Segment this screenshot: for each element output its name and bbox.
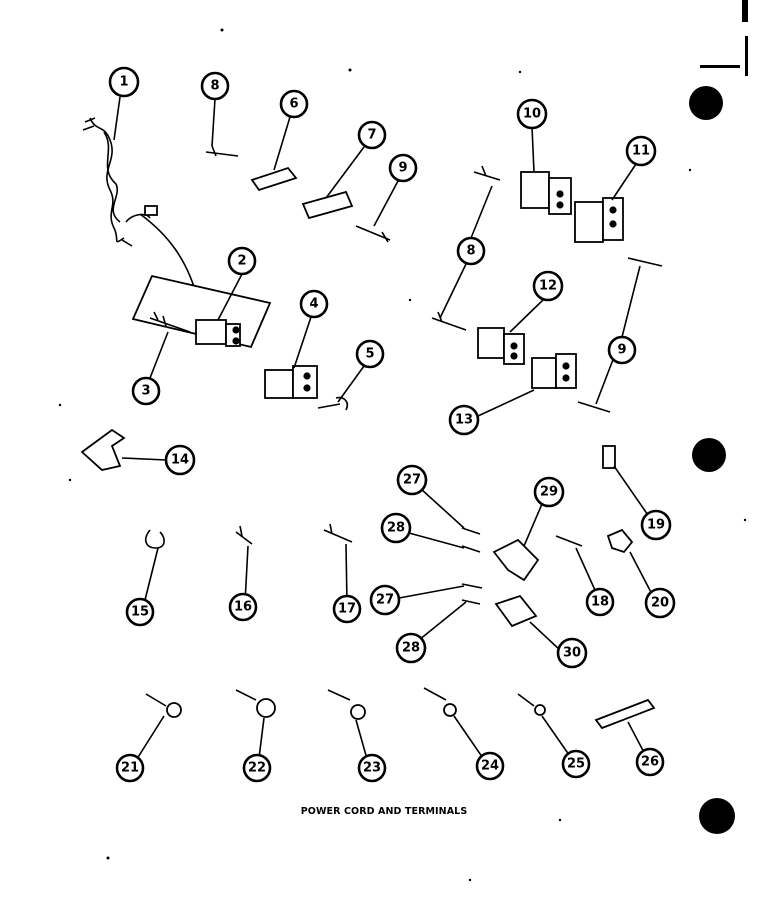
callout-28: 28 xyxy=(380,512,412,544)
callout-22: 22 xyxy=(242,753,272,783)
callout-29: 29 xyxy=(533,476,565,508)
svg-text:3: 3 xyxy=(141,384,150,399)
callout-24: 24 xyxy=(475,751,505,781)
callout-30: 30 xyxy=(556,637,588,669)
callout-7: 7 xyxy=(357,120,387,150)
callout-25: 25 xyxy=(561,749,591,779)
callout-23: 23 xyxy=(357,753,387,783)
svg-text:18: 18 xyxy=(591,595,609,610)
svg-text:28: 28 xyxy=(402,641,420,656)
svg-text:13: 13 xyxy=(455,413,473,428)
housing-part-2 xyxy=(494,594,538,628)
callout-12: 12 xyxy=(532,270,564,302)
svg-text:9: 9 xyxy=(617,343,626,358)
callout-26: 26 xyxy=(635,747,665,777)
svg-text:27: 27 xyxy=(403,473,421,488)
svg-text:20: 20 xyxy=(651,596,669,611)
svg-text:12: 12 xyxy=(539,279,557,294)
svg-text:15: 15 xyxy=(131,605,149,620)
svg-text:5: 5 xyxy=(365,347,374,362)
callout-8: 8 xyxy=(200,71,230,101)
callout-19: 19 xyxy=(640,509,672,541)
connector-part xyxy=(264,365,318,399)
callout-2: 2 xyxy=(227,246,257,276)
callout-13: 13 xyxy=(448,404,480,436)
callout-28b: 28 xyxy=(395,632,427,664)
svg-text:28: 28 xyxy=(387,521,405,536)
svg-text:4: 4 xyxy=(309,297,318,312)
connector-cluster-part xyxy=(431,165,663,413)
callout-20: 20 xyxy=(644,587,676,619)
callout-8b: 8 xyxy=(456,236,486,266)
callout-17: 17 xyxy=(332,594,362,624)
callout-18: 18 xyxy=(585,587,615,617)
bracket-part xyxy=(602,445,616,469)
scan-specks xyxy=(58,0,748,882)
registration-dot-icon xyxy=(699,798,735,834)
svg-text:16: 16 xyxy=(234,600,252,615)
pin-terminal-part xyxy=(317,396,349,411)
svg-text:23: 23 xyxy=(363,761,381,776)
svg-text:27: 27 xyxy=(376,593,394,608)
callout-27: 27 xyxy=(396,464,428,496)
registration-dot-icon xyxy=(689,86,723,120)
svg-text:29: 29 xyxy=(540,485,558,500)
svg-text:2: 2 xyxy=(237,254,246,269)
small-terminal-parts xyxy=(144,523,583,605)
diagram-caption: POWER CORD AND TERMINALS xyxy=(300,806,468,817)
svg-text:14: 14 xyxy=(171,453,189,468)
svg-text:22: 22 xyxy=(248,761,266,776)
svg-text:1: 1 xyxy=(119,75,128,90)
registration-dot-icon xyxy=(692,438,726,472)
callout-10: 10 xyxy=(516,98,548,130)
ring-terminal-parts xyxy=(145,687,656,730)
callout-5: 5 xyxy=(355,339,385,369)
svg-text:25: 25 xyxy=(567,757,585,772)
callout-4: 4 xyxy=(299,289,329,319)
sleeve-parts xyxy=(205,145,391,243)
svg-text:19: 19 xyxy=(647,518,665,533)
callout-21: 21 xyxy=(115,753,145,783)
svg-text:8: 8 xyxy=(466,244,475,259)
svg-text:9: 9 xyxy=(398,161,407,176)
callout-16: 16 xyxy=(228,592,258,622)
callout-27b: 27 xyxy=(369,584,401,616)
housing-part xyxy=(492,538,540,582)
svg-text:26: 26 xyxy=(641,755,659,770)
svg-text:21: 21 xyxy=(121,761,139,776)
callout-1: 1 xyxy=(108,66,140,98)
callout-6: 6 xyxy=(279,89,309,119)
svg-text:6: 6 xyxy=(289,97,298,112)
callout-9: 9 xyxy=(388,153,418,183)
svg-text:10: 10 xyxy=(523,107,541,122)
callout-9b: 9 xyxy=(607,335,637,365)
callout-15: 15 xyxy=(125,597,155,627)
callout-11: 11 xyxy=(625,135,657,167)
svg-text:30: 30 xyxy=(563,646,581,661)
clip-part xyxy=(80,428,126,471)
power-cord-part xyxy=(82,117,199,301)
connector-kit-part xyxy=(131,274,272,349)
cap-part xyxy=(606,528,634,554)
callout-3: 3 xyxy=(131,376,161,406)
svg-text:24: 24 xyxy=(481,759,499,774)
svg-text:17: 17 xyxy=(338,602,356,617)
svg-text:7: 7 xyxy=(367,128,376,143)
callout-14: 14 xyxy=(164,444,196,476)
svg-text:8: 8 xyxy=(210,79,219,94)
svg-text:11: 11 xyxy=(632,144,650,159)
